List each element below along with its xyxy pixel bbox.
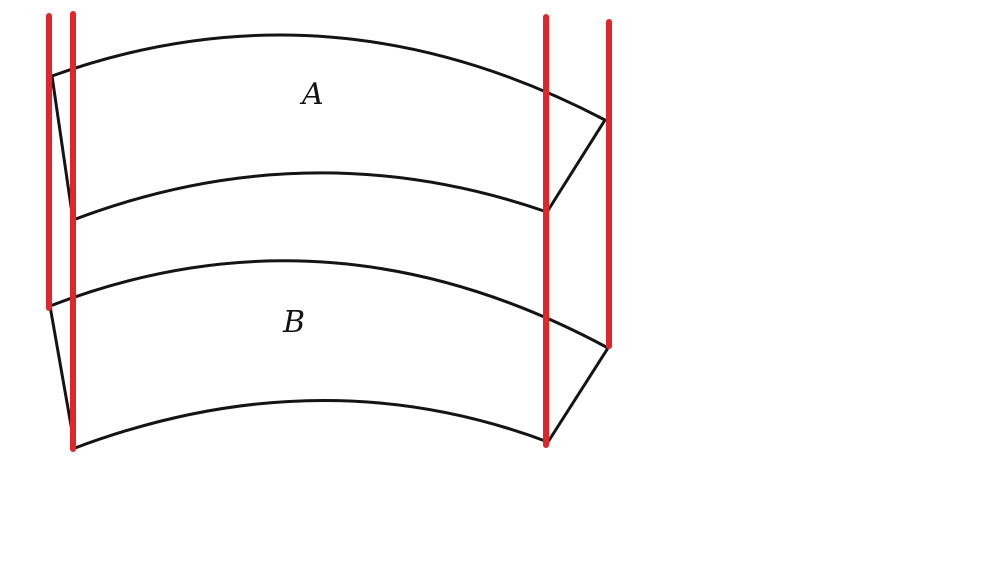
- arc-shape-a: [50, 33, 607, 222]
- shape-b-label: B: [282, 305, 305, 340]
- shape-a-label: A: [299, 77, 324, 112]
- arc-shape-b: [48, 259, 610, 450]
